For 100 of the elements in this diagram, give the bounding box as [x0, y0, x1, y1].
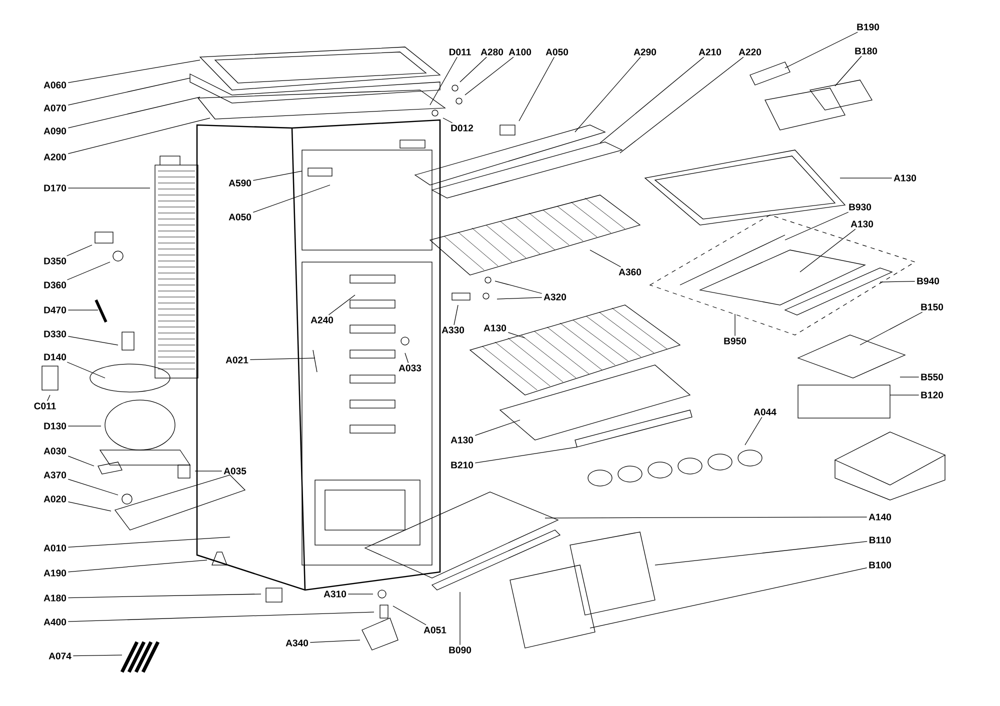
leader-line: [328, 294, 356, 316]
leader-line: [454, 304, 458, 326]
callout-number: D470: [44, 306, 66, 314]
leader-line: [442, 118, 453, 124]
callout-number: D170: [44, 184, 66, 192]
callout-number: D350: [44, 258, 66, 264]
callout-number: D330: [44, 330, 66, 338]
leader-line: [784, 212, 849, 240]
callout-number: B190: [857, 24, 880, 30]
callout-number: A320: [544, 294, 566, 300]
callout-number: B120: [921, 392, 944, 398]
callout-number: A220: [738, 48, 762, 56]
leader-line: [404, 352, 409, 364]
leader-line: [68, 456, 94, 466]
callout-number: B550: [921, 374, 944, 380]
leader-line: [66, 262, 110, 280]
callout-number: C011: [34, 402, 56, 410]
callout-number: A090: [44, 128, 66, 134]
callout-number: B090: [449, 646, 472, 654]
callout-number: A070: [44, 104, 66, 112]
leader-line: [590, 250, 622, 268]
callout-number: A370: [44, 472, 66, 478]
callout-number: A140: [868, 514, 892, 520]
leader-line: [880, 280, 916, 282]
leader-line: [544, 516, 868, 518]
callout-number: A035: [224, 468, 246, 474]
leader-line: [508, 332, 526, 338]
leader-line: [460, 56, 487, 82]
leader-line: [464, 56, 514, 96]
leader-line: [518, 56, 555, 122]
leader-line: [47, 394, 50, 402]
callout-number: A210: [698, 48, 722, 56]
callout-number: A180: [44, 594, 66, 602]
leader-line: [860, 312, 923, 346]
leader-line: [68, 560, 208, 572]
callout-number: B210: [451, 462, 474, 468]
leader-line: [66, 362, 106, 378]
leader-line: [68, 118, 210, 154]
callout-number: A021: [226, 356, 248, 364]
callout-number: D140: [44, 354, 66, 360]
callout-number: A130: [850, 220, 874, 228]
leader-line: [68, 478, 118, 496]
callout-number: A020: [44, 496, 66, 502]
callout-number: A050: [546, 48, 568, 56]
leader-line: [68, 96, 200, 128]
leader-line: [392, 606, 426, 626]
callout-number: A074: [48, 652, 72, 660]
leader-line: [496, 297, 542, 300]
callout-number: A051: [424, 626, 446, 634]
leader-line: [474, 446, 578, 464]
leader-line: [68, 502, 112, 512]
callout-number: A590: [228, 180, 252, 186]
callout-number: A290: [634, 48, 656, 56]
leader-line: [66, 244, 92, 256]
leader-line: [620, 56, 744, 154]
callout-number: B930: [849, 204, 872, 210]
callout-number: A280: [480, 48, 504, 56]
callout-number: A240: [310, 316, 334, 324]
callout-number: A130: [450, 436, 474, 444]
leader-line: [590, 568, 868, 628]
leader-line: [474, 420, 520, 436]
callout-number: B940: [917, 278, 940, 284]
callout-number: A340: [286, 640, 308, 646]
leader-line: [68, 336, 118, 346]
leader-line: [68, 536, 230, 548]
leader-line: [68, 612, 374, 622]
leader-line: [72, 654, 122, 656]
callout-number: A100: [508, 48, 532, 56]
callout-number: B180: [855, 48, 878, 54]
leader-line: [784, 32, 858, 68]
leader-line: [890, 394, 920, 396]
callout-number: A130: [484, 324, 506, 332]
leader-line: [430, 56, 458, 106]
callout-number: D360: [44, 282, 66, 288]
callout-number: A010: [44, 544, 66, 552]
leader-line: [250, 358, 316, 360]
callout-number: B150: [921, 304, 944, 310]
leader-line: [800, 228, 856, 272]
callout-number: A360: [618, 268, 642, 276]
leader-line: [494, 280, 542, 294]
callout-number: A050: [228, 214, 252, 220]
callout-number: A190: [44, 570, 66, 576]
callout-number: D130: [44, 422, 66, 430]
leader-line: [252, 184, 330, 213]
leader-line: [600, 56, 704, 144]
leader-line: [68, 594, 262, 598]
leader-line: [310, 640, 360, 643]
leader-line: [744, 416, 762, 446]
leader-line: [68, 60, 200, 84]
callout-number: A200: [44, 154, 66, 160]
callout-number: D011: [449, 48, 471, 56]
callout-number: A044: [754, 408, 776, 416]
callout-number: A330: [442, 326, 464, 334]
callout-number: A033: [398, 364, 422, 372]
leader-line: [654, 541, 868, 566]
leader-line: [194, 470, 222, 472]
callout-number: B950: [724, 338, 746, 344]
callout-number: A030: [44, 448, 66, 454]
callout-number: A400: [44, 618, 66, 626]
leader-line: [252, 170, 302, 181]
